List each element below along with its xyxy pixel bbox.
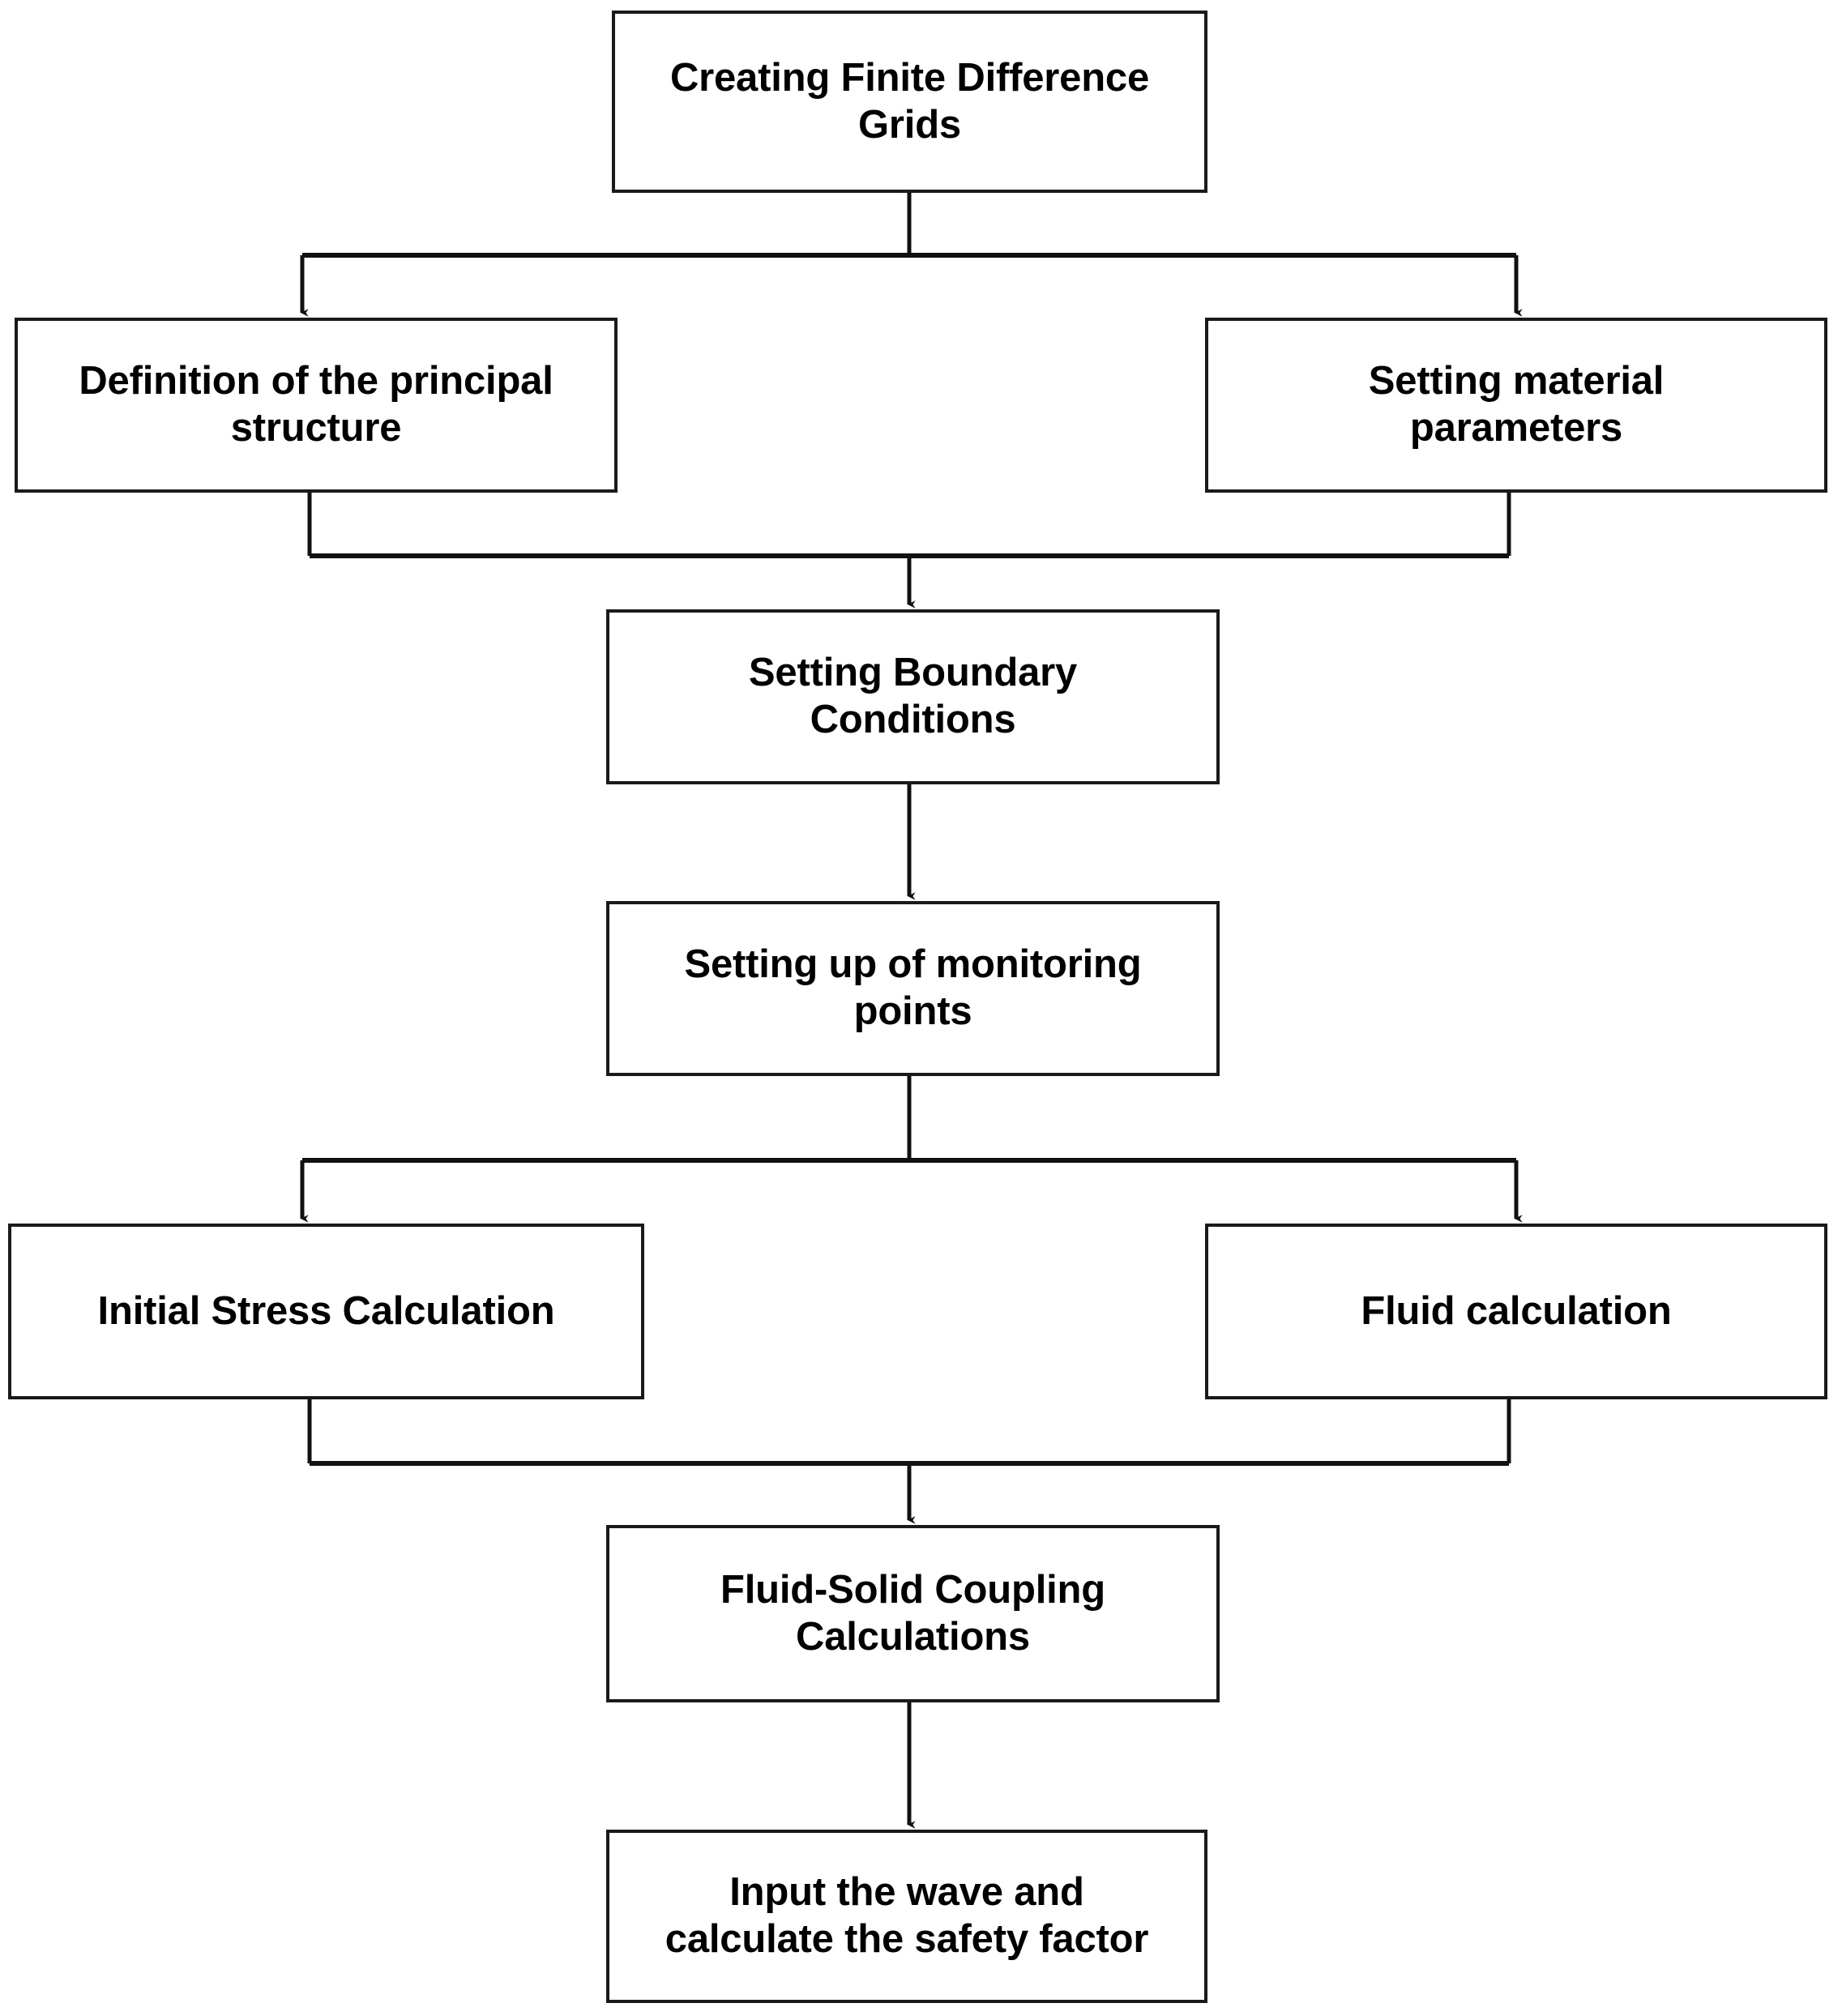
node-boundary-conditions-label: Setting Boundary Conditions (748, 651, 1078, 741)
node-fluid-solid-coupling[interactable]: Fluid-Solid Coupling Calculations (606, 1525, 1220, 1702)
node-principal-structure[interactable]: Definition of the principal structure (15, 318, 618, 493)
node-monitoring-points[interactable]: Setting up of monitoring points (606, 901, 1220, 1076)
node-boundary-conditions[interactable]: Setting Boundary Conditions (606, 609, 1220, 784)
node-input-wave-safety[interactable]: Input the wave and calculate the safety … (606, 1830, 1207, 2003)
node-initial-stress[interactable]: Initial Stress Calculation (8, 1224, 644, 1399)
node-fluid-calculation-label: Fluid calculation (1361, 1288, 1672, 1333)
node-principal-structure-label: Definition of the principal structure (79, 359, 553, 450)
node-fluid-calculation[interactable]: Fluid calculation (1205, 1224, 1827, 1399)
node-initial-stress-label: Initial Stress Calculation (97, 1288, 555, 1333)
node-input-wave-safety-label: Input the wave and calculate the safety … (665, 1870, 1149, 1961)
node-creating-grids-label: Creating Finite Difference Grids (669, 55, 1150, 147)
node-fluid-solid-coupling-label: Fluid-Solid Coupling Calculations (720, 1567, 1105, 1659)
node-material-parameters-label: Setting material parameters (1368, 359, 1665, 450)
node-creating-grids[interactable]: Creating Finite Difference Grids (612, 11, 1207, 193)
node-monitoring-points-label: Setting up of monitoring points (684, 942, 1142, 1033)
node-material-parameters[interactable]: Setting material parameters (1205, 318, 1827, 493)
